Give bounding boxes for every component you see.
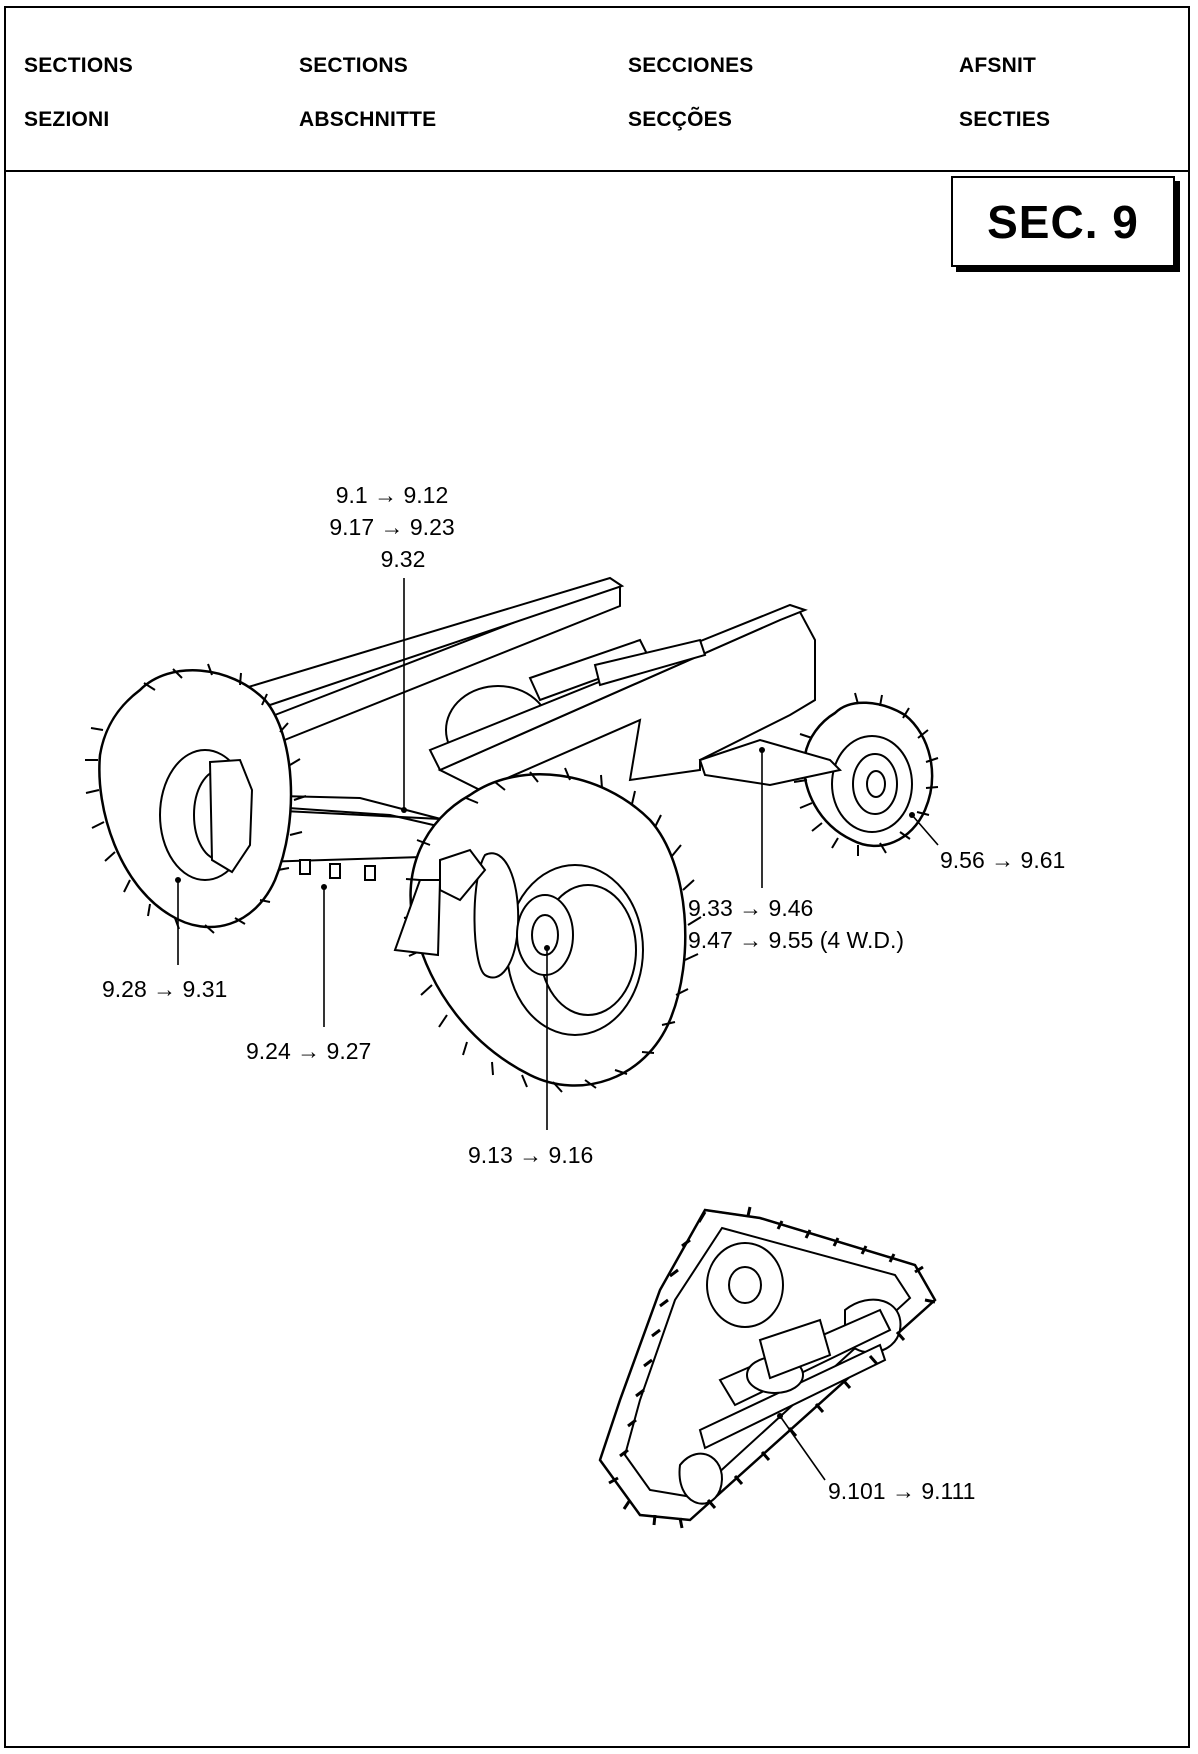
callout-beam: 9.24 → 9.27 xyxy=(246,1038,371,1064)
callout-top-1: 9.1 → 9.12 xyxy=(336,482,449,508)
callout-axle-1: 9.33 → 9.46 xyxy=(688,895,813,921)
header-afsnit: AFSNIT xyxy=(959,54,1037,77)
section-number: SEC. 9 xyxy=(987,195,1139,248)
front-idler xyxy=(678,1452,723,1505)
callout-top-2: 9.17 → 9.23 xyxy=(329,514,454,540)
callout-track: 9.101 → 9.111 xyxy=(828,1478,975,1504)
callout-axle-2: 9.47 → 9.55 (4 W.D.) xyxy=(688,927,904,953)
leader-dots xyxy=(175,747,915,1419)
callout-left-wheel: 9.28 → 9.31 xyxy=(102,976,227,1002)
header-secties: SECTIES xyxy=(959,108,1051,131)
sections-header: SECTIONS SECTIONS SECCIONES AFSNIT SEZIO… xyxy=(4,6,1190,172)
callout-hub: 9.13 → 9.16 xyxy=(468,1142,593,1168)
track-illustration xyxy=(598,1206,937,1529)
header-secciones: SECCIONES xyxy=(628,54,754,77)
callout-top-3: 9.32 xyxy=(381,546,426,572)
header-sections-en: SECTIONS xyxy=(24,54,133,77)
rear-axle-beam xyxy=(698,738,843,787)
callout-rear-wheel: 9.56 → 9.61 xyxy=(940,847,1065,873)
rear-tyre xyxy=(793,692,939,856)
brake-caliper xyxy=(473,852,520,979)
leader-lines xyxy=(177,578,939,1481)
header-seccoes: SECÇÕES xyxy=(628,108,733,131)
trailer-chassis-illustration xyxy=(85,576,939,1093)
section-number-box: SEC. 9 xyxy=(951,176,1175,267)
header-sezioni: SEZIONI xyxy=(24,108,110,131)
header-abschnitte: ABSCHNITTE xyxy=(299,108,437,131)
header-sections-fr: SECTIONS xyxy=(299,54,408,77)
page-frame xyxy=(4,6,1190,1748)
